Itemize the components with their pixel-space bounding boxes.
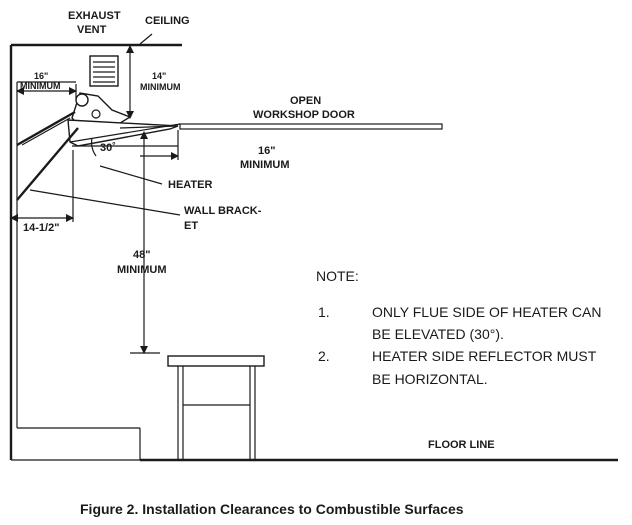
- workbench-icon: [167, 355, 265, 460]
- workshop-door: [179, 123, 443, 130]
- heater-unit-icon: [67, 92, 181, 147]
- wall-min-word: MINIMUM: [20, 81, 61, 91]
- note-title: NOTE:: [316, 268, 359, 284]
- heater-label: HEATER: [168, 179, 212, 191]
- note-item-2-line1: HEATER SIDE REFLECTOR MUST: [372, 348, 597, 364]
- angle-indicator: [72, 137, 178, 157]
- door-label-line1: OPEN: [290, 95, 321, 107]
- note-item-1-number: 1.: [318, 304, 330, 320]
- floor-min-word: MINIMUM: [117, 264, 167, 276]
- door-label-line2: WORKSHOP DOOR: [253, 109, 355, 121]
- note-item-1-line1: ONLY FLUE SIDE OF HEATER CAN: [372, 304, 602, 320]
- exhaust-label-line1: EXHAUST: [68, 10, 121, 22]
- bracket-offset-label: 14-1/2": [23, 222, 59, 234]
- wall-min-value: 16": [34, 71, 48, 81]
- wall-structure: [9, 43, 618, 462]
- floor-clearance-dimension: [130, 131, 160, 354]
- door-clearance-dimension: [140, 130, 179, 160]
- ceiling-min-value: 14": [152, 71, 166, 81]
- note-item-2-line2: BE HORIZONTAL.: [372, 371, 488, 387]
- figure-caption: Figure 2. Installation Clearances to Com…: [80, 501, 464, 517]
- floor-min-value: 48": [133, 249, 150, 261]
- note-item-2-number: 2.: [318, 348, 330, 364]
- bracket-label-line1: WALL BRACK-: [184, 205, 262, 217]
- ceiling-label: CEILING: [145, 15, 190, 27]
- wall-bracket-icon: [16, 110, 79, 201]
- door-min-word: MINIMUM: [240, 159, 290, 171]
- note-item-1-line2: BE ELEVATED (30°).: [372, 326, 504, 342]
- exhaust-label-line2: VENT: [77, 24, 107, 36]
- ceiling-min-word: MINIMUM: [140, 82, 181, 92]
- door-min-value: 16": [258, 145, 275, 157]
- wall-clearance-dimension: [16, 84, 77, 100]
- note-block: NOTE: 1. ONLY FLUE SIDE OF HEATER CAN BE…: [316, 268, 602, 387]
- bracket-offset-dimension: [10, 150, 74, 222]
- bracket-label-line2: ET: [184, 220, 198, 232]
- leader-lines: [29, 33, 181, 216]
- angle-label: 30˚: [100, 142, 116, 154]
- floor-line-label: FLOOR LINE: [428, 439, 495, 451]
- exhaust-vent-icon: [89, 55, 119, 87]
